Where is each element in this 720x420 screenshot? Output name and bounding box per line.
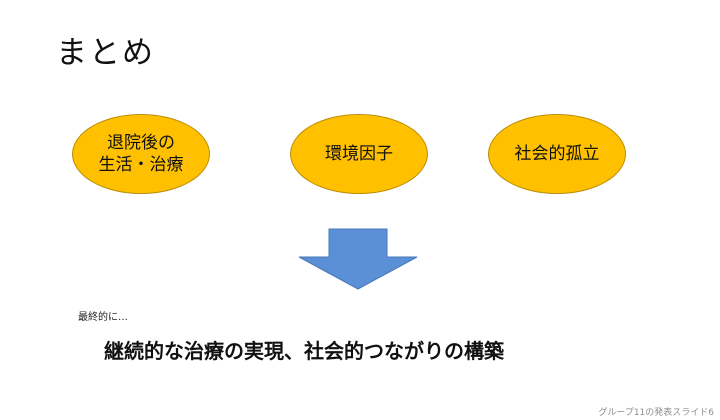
down-arrow-icon <box>298 228 418 290</box>
slide-footer: グループ11の発表スライド6 <box>598 408 714 418</box>
factor-label: 退院後の 生活・治療 <box>98 132 184 175</box>
down-arrow-shape <box>298 228 418 290</box>
factor-ellipse-social-isolation: 社会的孤立 <box>488 114 626 194</box>
factor-ellipse-post-discharge: 退院後の 生活・治療 <box>72 114 210 194</box>
conclusion-text: 継続的な治療の実現、社会的つながりの構築 <box>104 339 504 363</box>
factor-label: 環境因子 <box>325 143 393 164</box>
factor-label: 社会的孤立 <box>514 143 600 164</box>
slide-title: まとめ <box>56 35 155 71</box>
factor-ellipse-environmental-factors: 環境因子 <box>290 114 428 194</box>
lead-text: 最終的に… <box>78 312 128 323</box>
